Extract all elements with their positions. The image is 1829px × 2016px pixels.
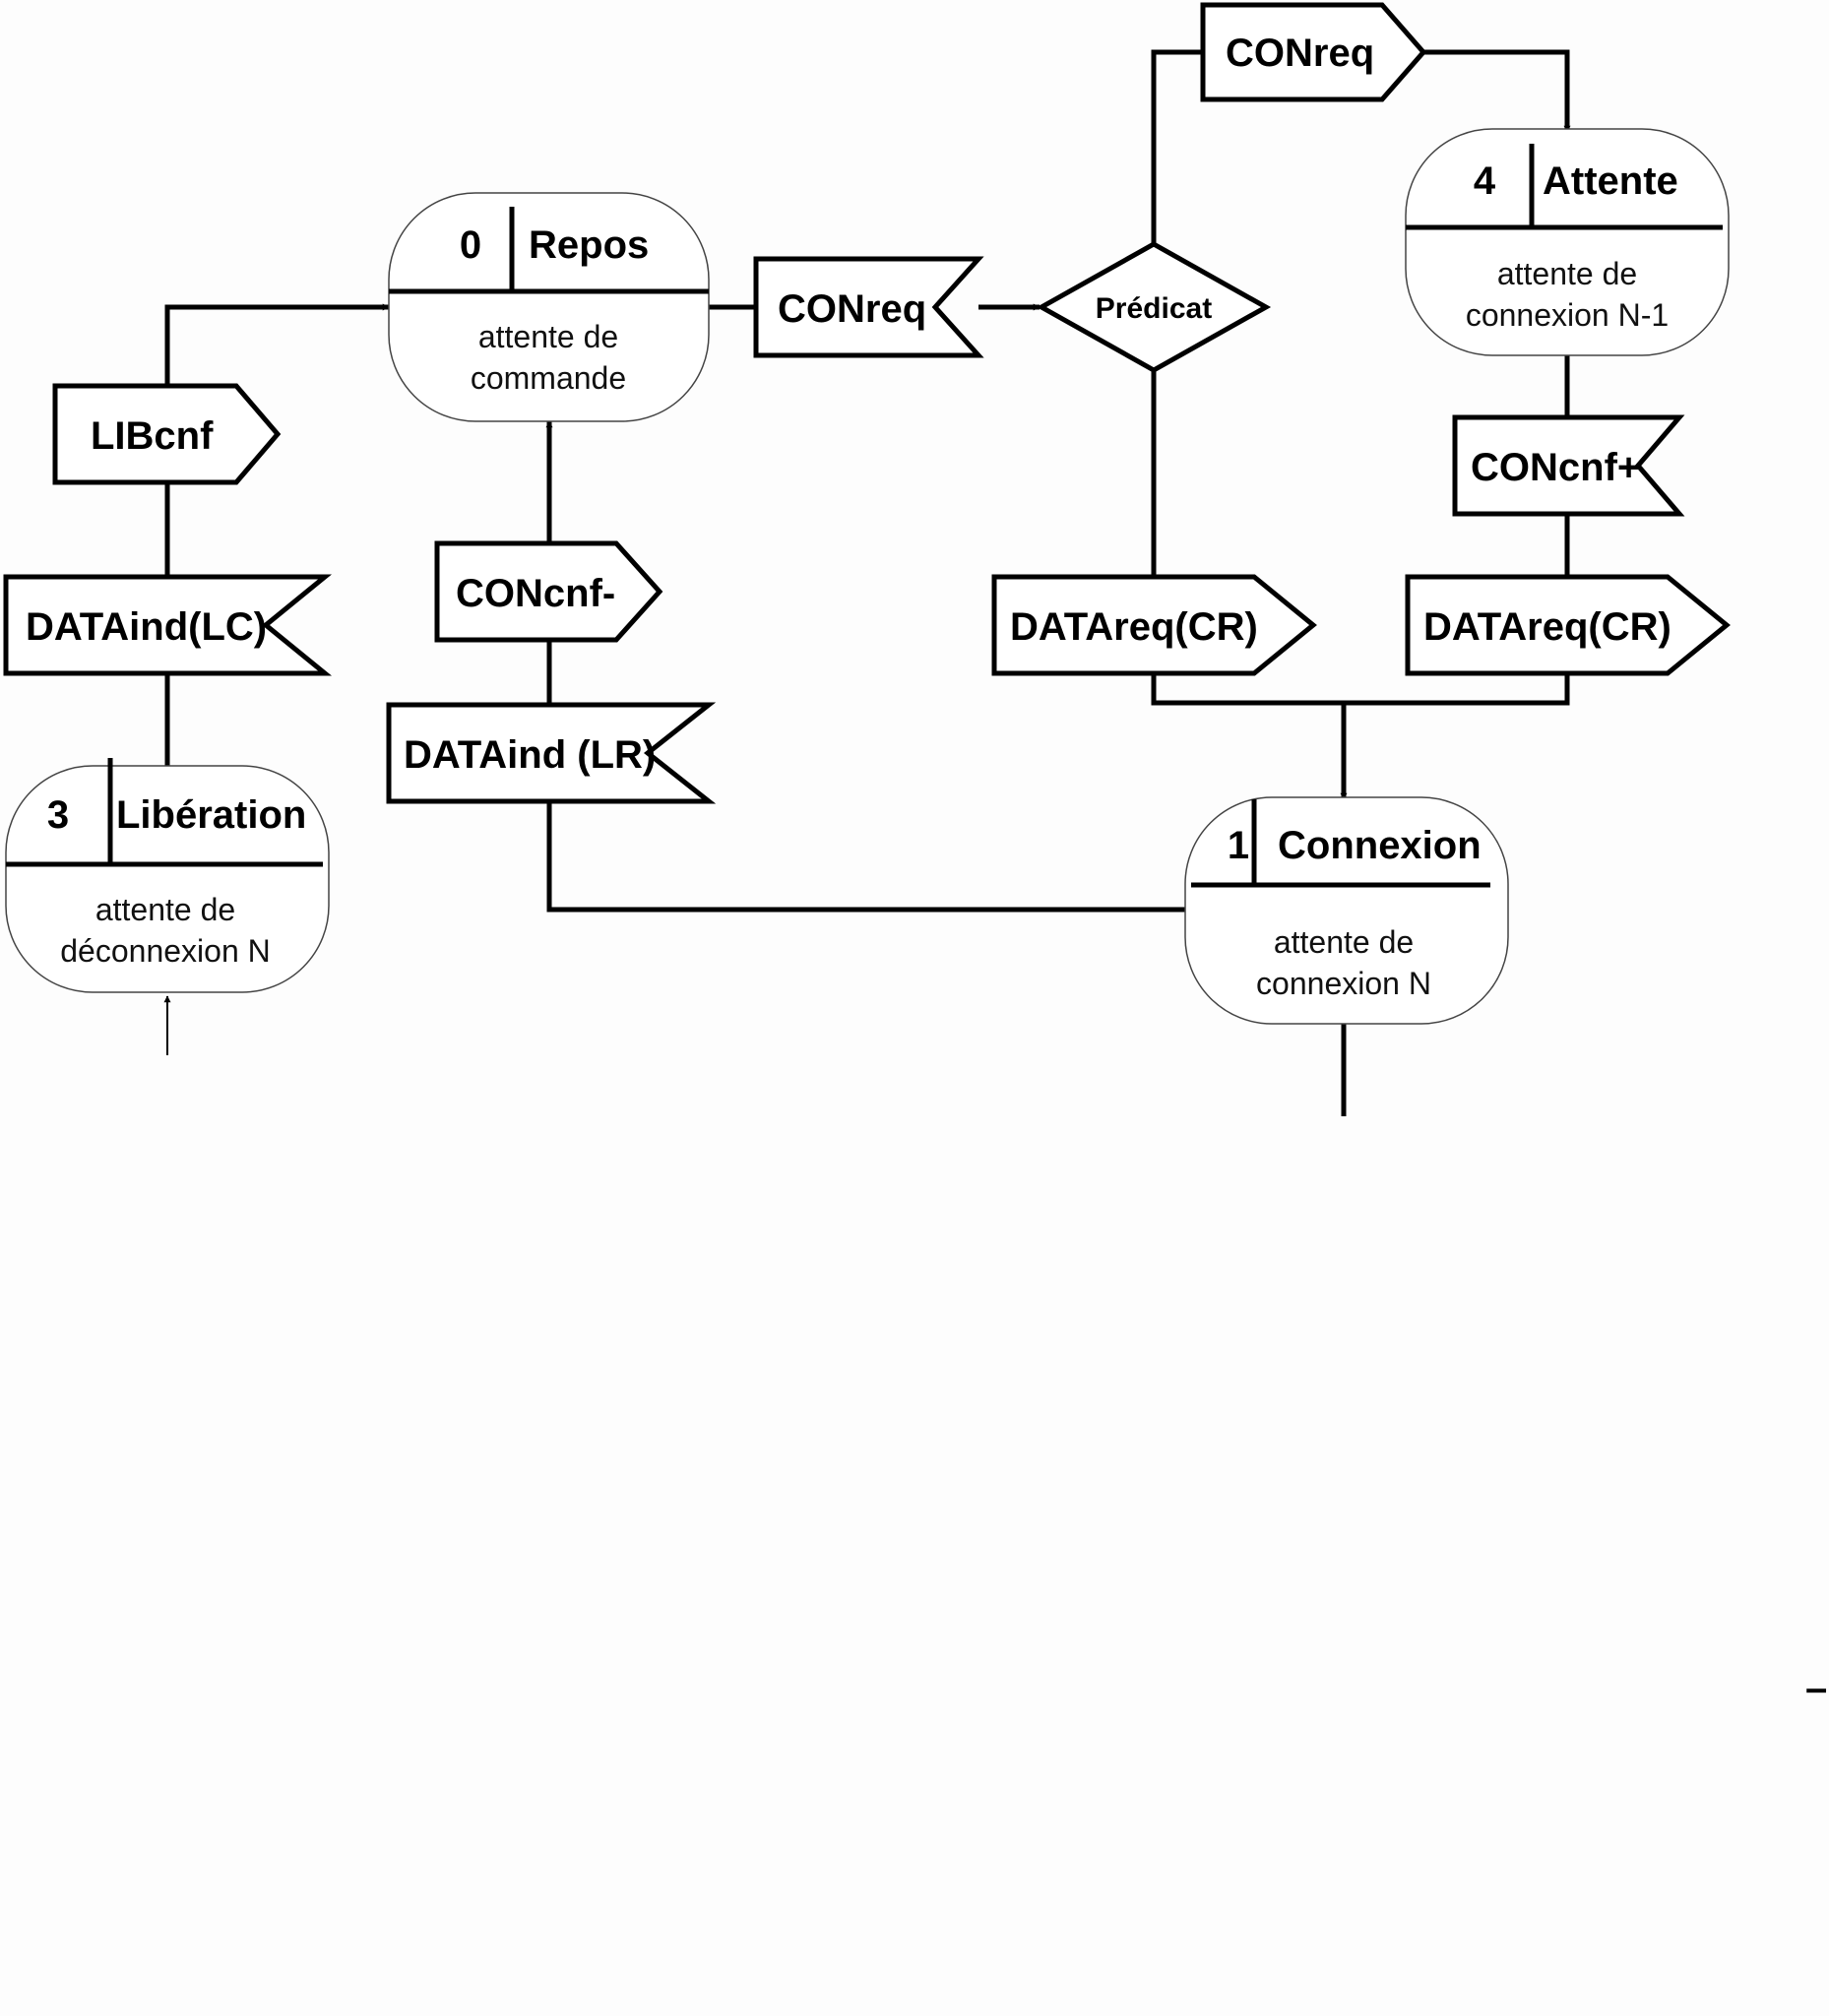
state-number: 4 [1474,159,1496,203]
signal-input-concnf-plus[interactable]: CONcnf+ [1452,414,1685,517]
connector-lines [163,49,1571,1116]
signal-shape [753,256,984,358]
signal-output-concnf-minus[interactable]: CONcnf- [434,540,663,643]
state-number: 1 [1228,824,1249,867]
line-connexion-to-dataind-lr [546,801,1185,913]
state-desc-line2: connexion N-1 [1466,297,1669,333]
decision-label: Prédicat [1096,292,1212,325]
state-shape [1184,796,1509,1025]
decision-predicat[interactable]: Prédicat [1036,241,1272,373]
signal-shape [1452,414,1685,517]
signal-input-dataind-lc[interactable]: DATAind(LC) [3,574,333,676]
signal-label: DATAind (LR) [404,733,656,777]
state-desc-line2: déconnexion N [60,933,270,969]
signal-input-dataind-lr[interactable]: DATAind (LR) [386,702,717,804]
state-desc-line1: attente de [1274,924,1414,960]
signal-input-conreq[interactable]: CONreq [753,256,984,358]
signal-label: CONreq [1226,32,1374,75]
signal-label: LIBcnf [91,414,214,458]
stray-mark: – [1805,1667,1827,1710]
state-number: 3 [47,793,69,837]
state-desc-line1: attente de [95,892,235,927]
state-name: Repos [529,223,649,267]
state-connexion[interactable]: 1 Connexion attente de connexion N [1184,796,1509,1025]
state-desc-line1: attente de [478,319,618,354]
signal-label: DATAind(LC) [26,605,267,649]
state-shape [1405,128,1730,356]
signal-shape [991,574,1317,676]
signal-shape [52,383,282,485]
signal-output-conreq-top[interactable]: CONreq [1200,2,1427,102]
signal-shape [1200,2,1427,102]
decision-shape [1036,241,1272,373]
signal-label: DATAreq(CR) [1423,605,1671,649]
state-attente[interactable]: 4 Attente attente de connexion N-1 [1405,128,1730,356]
signal-shape [3,574,333,676]
signal-output-datareq-cr-left[interactable]: DATAreq(CR) [991,574,1317,676]
signal-shape [386,702,717,804]
state-desc-line1: attente de [1497,256,1637,291]
signal-label: CONcnf+ [1471,446,1640,489]
state-desc-line2: commande [471,360,626,396]
state-desc-line2: connexion N [1256,966,1431,1001]
signal-output-libcnf[interactable]: LIBcnf [52,383,282,485]
line-predicat-to-conreq-top [1151,49,1203,244]
signal-label: DATAreq(CR) [1010,605,1258,649]
state-repos[interactable]: 0 Repos attente de commande [388,192,710,422]
line-libcnf-to-repos [164,303,390,386]
line-datareq-merge [1151,673,1570,706]
signal-shape [1405,574,1731,676]
state-name: Connexion [1278,824,1482,867]
state-shape [5,765,330,993]
line-conreq-top-to-attente [1423,49,1571,133]
state-name: Libération [116,793,306,837]
state-shape [388,192,710,422]
signal-label: CONreq [778,287,926,331]
state-name: Attente [1543,159,1678,203]
signal-label: CONcnf- [456,572,615,615]
state-number: 0 [460,223,481,267]
signal-shape [434,540,663,643]
signal-output-datareq-cr-right[interactable]: DATAreq(CR) [1405,574,1731,676]
state-liberation[interactable]: 3 Libération attente de déconnexion N [5,758,330,993]
